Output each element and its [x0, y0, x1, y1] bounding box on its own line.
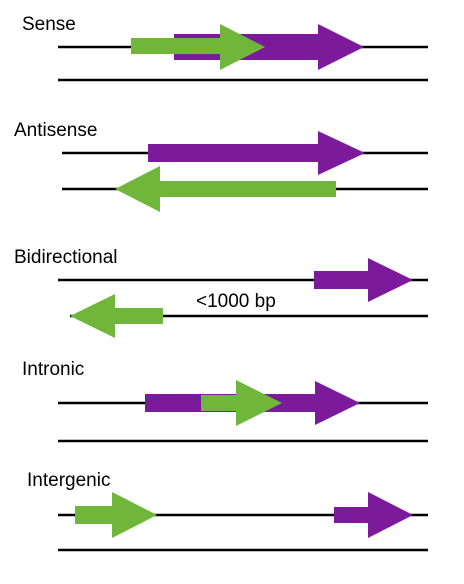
panel-antisense: Antisense: [14, 120, 428, 212]
panel-title-sense: Sense: [22, 14, 76, 35]
purple-arrow: [314, 258, 413, 302]
green-arrow: [115, 166, 336, 212]
panel-title-intergenic: Intergenic: [27, 470, 110, 491]
purple-arrow: [334, 492, 413, 538]
distance-label: <1000 bp: [196, 291, 276, 312]
green-arrow: [131, 24, 265, 70]
green-arrow: [75, 492, 157, 538]
panel-title-intronic: Intronic: [22, 359, 84, 380]
panel-intergenic: Intergenic: [27, 470, 428, 552]
panel-title-antisense: Antisense: [14, 120, 97, 141]
panel-sense: Sense: [22, 14, 428, 82]
purple-arrow: [148, 131, 365, 175]
panel-title-bidirectional: Bidirectional: [14, 247, 118, 268]
panel-intronic: Intronic: [22, 359, 428, 443]
green-arrow: [201, 380, 282, 426]
green-arrow: [70, 294, 163, 338]
panel-bidirectional: Bidirectional <1000 bp: [14, 247, 428, 338]
